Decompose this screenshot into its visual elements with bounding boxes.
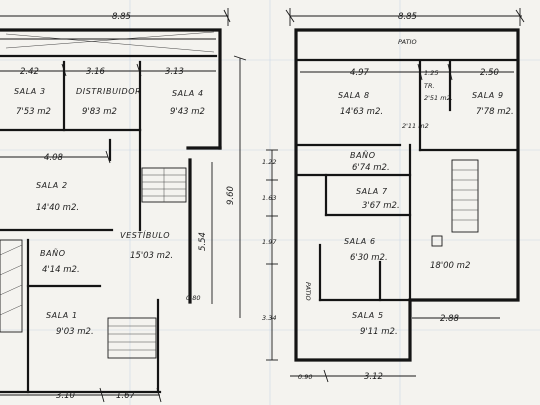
right-room-sala7-area: 3'67 m2.: [362, 201, 400, 211]
right-outer-wall: [294, 28, 520, 362]
left-row-dim-c: 3.13: [165, 67, 184, 77]
right-room-bano-name: BAÑO: [350, 150, 376, 160]
right-left-dim-a: 1.22: [262, 158, 276, 166]
right-bottom-dim-a: 0.90: [298, 373, 312, 381]
right-bottom-dim-b: 3.12: [364, 372, 383, 382]
left-stair-upper: [141, 167, 187, 203]
left-row-dim-b: 3.16: [86, 67, 106, 77]
right-left-dim-d: 3.34: [262, 314, 276, 322]
right-room-sala5-name: SALA 5: [352, 311, 384, 320]
left-bottom-dim-b: 1.67: [116, 391, 136, 401]
left-room-sala1-area: 9'03 m2.: [56, 327, 94, 337]
right-bottom-right-dim: 2.88: [440, 314, 460, 324]
left-room-sala1-name: SALA 1: [46, 311, 78, 320]
left-room-bano-area: 4'14 m2.: [42, 265, 80, 275]
right-room-sala9-area: 7'78 m2.: [476, 107, 514, 117]
right-room-sala6-name: SALA 6: [344, 237, 376, 246]
left-room-sala4-name: SALA 4: [172, 89, 204, 98]
left-height-total-dim: 9.60: [226, 186, 236, 205]
right-top-dimension: [285, 8, 525, 26]
left-wall-top-right: [0, 28, 222, 150]
left-mid-dim: 4.08: [44, 153, 64, 163]
right-room-small-area: 2'11 m2: [402, 122, 429, 130]
left-row-dim-a: 2.42: [20, 67, 39, 77]
right-top-total-dim: 8.85: [398, 12, 417, 22]
right-room-hall-area: 18'00 m2: [430, 261, 470, 271]
right-left-dim-b: 1.63: [262, 194, 276, 202]
right-room-sala7-name: SALA 7: [356, 187, 388, 196]
left-roof-hatch-b: [5, 33, 215, 53]
right-patio-side-label: PATIO: [304, 282, 312, 301]
right-stair: [451, 159, 479, 233]
right-room-bano-area: 6'74 m2.: [352, 163, 390, 173]
left-stair-dim: 0.80: [186, 294, 200, 302]
left-room-bano-name: BAÑO: [40, 248, 66, 258]
right-patio-top-label: PATIO: [398, 38, 417, 46]
left-room-sala3-area: 7'53 m2: [16, 107, 51, 117]
left-room-sala3-name: SALA 3: [14, 87, 46, 96]
right-left-dim-c: 1.97: [262, 238, 277, 246]
left-top-dimension: [0, 8, 231, 26]
right-row-dim-c: 2.50: [480, 68, 499, 78]
right-room-sala6-area: 6'30 m2.: [350, 253, 388, 263]
left-stair-lower: [107, 317, 157, 359]
right-room-sala5-area: 9'11 m2.: [360, 327, 398, 337]
right-column-marker: [431, 235, 443, 247]
right-floor-plan: 8.85 PATIO 4.97 1.25 2.50: [262, 8, 525, 383]
left-room-sala4-area: 9'43 m2: [170, 107, 205, 117]
right-room-sala8-area: 14'63 m2.: [340, 107, 383, 117]
right-room-sala8-name: SALA 8: [338, 91, 370, 100]
left-room-sala2-name: SALA 2: [36, 181, 68, 190]
left-top-total-dim: 8.85: [112, 12, 131, 22]
left-room-sala2-area: 14'40 m2.: [36, 203, 79, 213]
left-bath-fixture: [0, 239, 23, 333]
left-room-vestibulo-area: 15'03 m2.: [130, 251, 173, 261]
left-roof-hatch-a: [5, 31, 215, 49]
right-room-tr-area: 2'51 m2.: [424, 94, 453, 102]
left-room-distribuidor-name: DISTRIBUIDOR: [76, 87, 141, 96]
left-right-inner-dim: 5.54: [198, 232, 208, 251]
right-row-dim-a: 4.97: [350, 68, 370, 78]
left-bottom-dim-a: 3.10: [56, 391, 75, 401]
left-room-distribuidor-area: 9'83 m2: [82, 107, 117, 117]
right-room-tr-name: TR.: [424, 82, 435, 90]
left-room-vestibulo-name: VESTÍBULO: [120, 229, 170, 240]
right-room-sala9-name: SALA 9: [472, 91, 504, 100]
left-floor-plan: 8.85 2.42 3.16 3.13: [0, 8, 247, 403]
right-row-dim-b: 1.25: [424, 69, 438, 77]
